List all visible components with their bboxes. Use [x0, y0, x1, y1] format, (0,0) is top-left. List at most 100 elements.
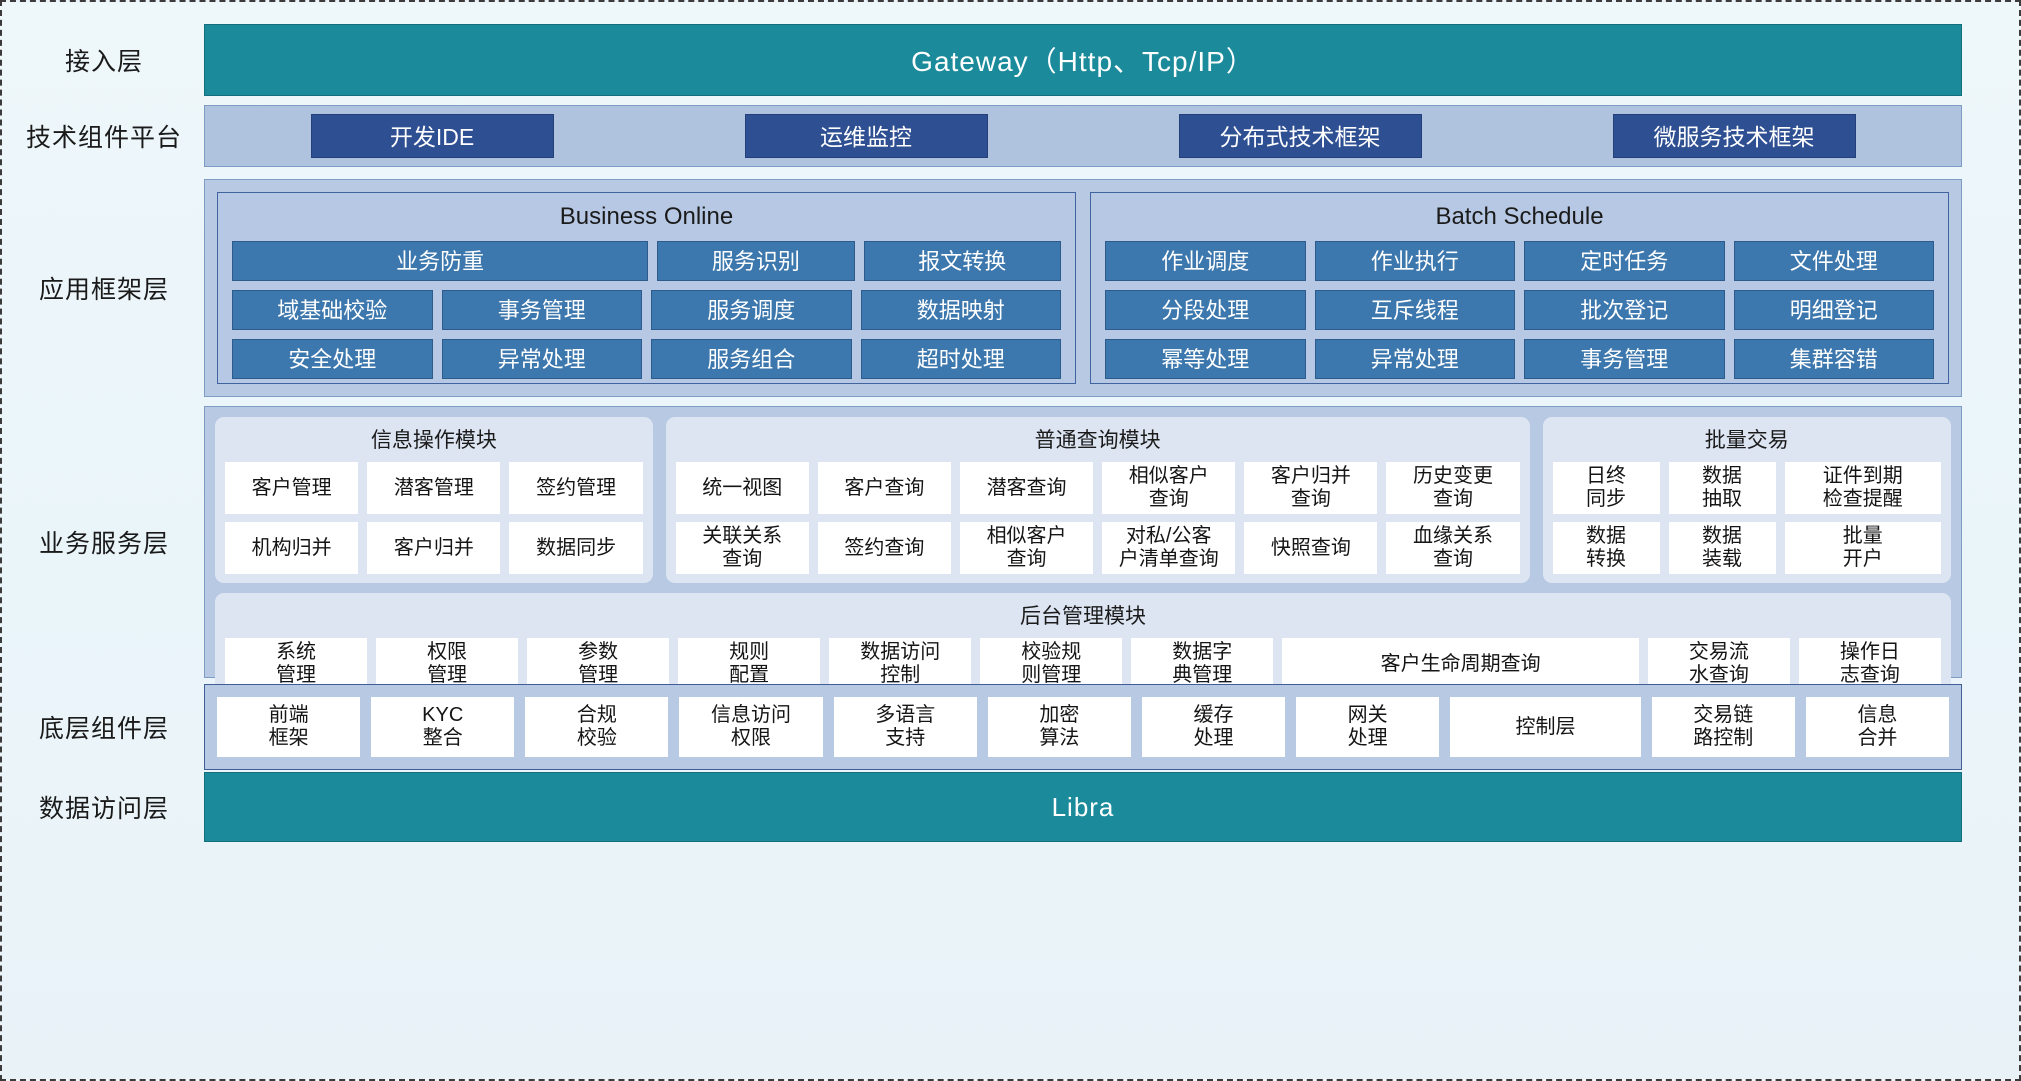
cell-relation-query[interactable]: 关联关系查询	[675, 522, 809, 574]
chip-exception-processing-batch[interactable]: 异常处理	[1314, 339, 1515, 379]
cell-parameter-mgmt[interactable]: 参数管理	[527, 638, 670, 690]
chip-transaction-mgmt-batch[interactable]: 事务管理	[1524, 339, 1725, 379]
cell-unified-view[interactable]: 统一视图	[675, 462, 809, 514]
module-title-backend-mgmt: 后台管理模块	[1020, 605, 1146, 628]
cell-row: 统一视图 客户查询 潜客查询 相似客户查询 客户归并查询 历史变更查询	[675, 462, 1520, 514]
cell-data-access-control[interactable]: 数据访问控制	[829, 638, 972, 690]
chip-security-processing[interactable]: 安全处理	[232, 339, 433, 379]
cell-validation-rule-mgmt[interactable]: 校验规则管理	[980, 638, 1123, 690]
module-batch-transaction: 批量交易 日终同步 数据抽取 证件到期检查提醒 数据转换 数据装载 批量开户	[1542, 417, 1951, 583]
tech-chip-ide[interactable]: 开发IDE	[310, 114, 554, 158]
app-framework-body: Business Online 业务防重 服务识别 报文转换 域基础校验 事务管…	[204, 179, 2017, 397]
cell-snapshot-query[interactable]: 快照查询	[1244, 522, 1378, 574]
cell-permission-mgmt[interactable]: 权限管理	[376, 638, 519, 690]
cell-frontend-framework[interactable]: 前端框架	[217, 697, 361, 757]
cell-history-change-query[interactable]: 历史变更查询	[1386, 462, 1520, 514]
cell-gateway-processing[interactable]: 网关处理	[1296, 697, 1440, 757]
panel-title-business-online: Business Online	[559, 203, 734, 230]
cell-private-corporate-list-query[interactable]: 对私/公客户清单查询	[1102, 522, 1236, 574]
chip-service-scheduling[interactable]: 服务调度	[651, 290, 852, 330]
chip-scheduled-task[interactable]: 定时任务	[1524, 241, 1725, 281]
cell-transaction-flow-query[interactable]: 交易流水查询	[1647, 638, 1790, 690]
layer-label-data-access: 数据访问层	[38, 795, 169, 823]
cell-contract-query[interactable]: 签约查询	[817, 522, 951, 574]
chip-file-processing[interactable]: 文件处理	[1733, 241, 1934, 281]
chip-data-mapping[interactable]: 数据映射	[860, 290, 1061, 330]
grid-business-online: 业务防重 服务识别 报文转换 域基础校验 事务管理 服务调度 数据映射 安全处理	[232, 241, 1061, 379]
cell-customer-merge[interactable]: 客户归并	[367, 522, 501, 574]
cell-batch-account-opening[interactable]: 批量开户	[1784, 522, 1942, 574]
cell-operation-log-query[interactable]: 操作日志查询	[1798, 638, 1941, 690]
tech-chip-ops-monitor[interactable]: 运维监控	[744, 114, 988, 158]
cell-info-access-permission[interactable]: 信息访问权限	[679, 697, 823, 757]
chip-message-transform[interactable]: 报文转换	[863, 241, 1061, 281]
chip-detail-registration[interactable]: 明细登记	[1733, 290, 1934, 330]
cell-prospect-query[interactable]: 潜客查询	[960, 462, 1094, 514]
chip-transaction-mgmt[interactable]: 事务管理	[441, 290, 642, 330]
cell-multilanguage-support[interactable]: 多语言支持	[833, 697, 977, 757]
chip-service-identify[interactable]: 服务识别	[657, 241, 855, 281]
chip-service-composition[interactable]: 服务组合	[651, 339, 852, 379]
cell-customer-merge-query[interactable]: 客户归并查询	[1244, 462, 1378, 514]
layer-label-tech-platform: 技术组件平台	[25, 124, 182, 152]
cell-row: 客户管理 潜客管理 签约管理	[225, 462, 643, 514]
cell-customer-mgmt[interactable]: 客户管理	[225, 462, 359, 514]
cell-data-extraction[interactable]: 数据抽取	[1668, 462, 1776, 514]
chip-idempotent-processing[interactable]: 幂等处理	[1105, 339, 1306, 379]
chip-job-execution[interactable]: 作业执行	[1314, 241, 1515, 281]
cell-row: 关联关系查询 签约查询 相似客户查询 对私/公客户清单查询 快照查询 血缘关系查…	[675, 522, 1520, 574]
chip-job-scheduling[interactable]: 作业调度	[1105, 241, 1306, 281]
cell-encryption-algorithm[interactable]: 加密算法	[987, 697, 1131, 757]
cell-row-backend-mgmt: 系统管理 权限管理 参数管理 规则配置 数据访问控制 校验规则管理 数据字典管理…	[225, 638, 1941, 690]
module-backend-mgmt: 后台管理模块 系统管理 权限管理 参数管理 规则配置 数据访问控制 校验规则管理…	[215, 593, 1951, 699]
cell-grid-general-query: 统一视图 客户查询 潜客查询 相似客户查询 客户归并查询 历史变更查询 关联关系…	[675, 462, 1520, 574]
cell-customer-lifecycle-query[interactable]: 客户生命周期查询	[1282, 638, 1639, 690]
gateway-bar[interactable]: Gateway（Http、Tcp/IP）	[204, 24, 1962, 96]
cell-data-dictionary-mgmt[interactable]: 数据字典管理	[1131, 638, 1274, 690]
cell-org-merge[interactable]: 机构归并	[225, 522, 359, 574]
tech-chip-microservice-framework[interactable]: 微服务技术框架	[1612, 114, 1856, 158]
cell-transaction-chain-control[interactable]: 交易链路控制	[1651, 697, 1795, 757]
cell-row: 日终同步 数据抽取 证件到期检查提醒	[1552, 462, 1942, 514]
cell-similar-customer-query[interactable]: 相似客户查询	[1102, 462, 1236, 514]
tech-layer-body: 开发IDE 运维监控 分布式技术框架 微服务技术框架	[204, 105, 2017, 167]
cell-compliance-validation[interactable]: 合规校验	[525, 697, 669, 757]
chip-timeout-processing[interactable]: 超时处理	[860, 339, 1061, 379]
cell-data-loading[interactable]: 数据装载	[1668, 522, 1776, 574]
cell-rule-config[interactable]: 规则配置	[678, 638, 821, 690]
cell-control-layer[interactable]: 控制层	[1450, 697, 1641, 757]
cell-grid-batch-transaction: 日终同步 数据抽取 证件到期检查提醒 数据转换 数据装载 批量开户	[1552, 462, 1942, 574]
data-access-body: Libra	[204, 772, 2017, 842]
chip-exception-processing[interactable]: 异常处理	[441, 339, 642, 379]
chip-business-dedup[interactable]: 业务防重	[232, 241, 649, 281]
cell-info-merge[interactable]: 信息合并	[1805, 697, 1950, 757]
libra-bar[interactable]: Libra	[204, 772, 1962, 842]
grid-row: 安全处理 异常处理 服务组合 超时处理	[232, 339, 1061, 379]
grid-row: 幂等处理 异常处理 事务管理 集群容错	[1105, 339, 1934, 379]
module-title-info-operation: 信息操作模块	[370, 429, 497, 452]
cell-eod-sync[interactable]: 日终同步	[1552, 462, 1660, 514]
cell-lineage-query[interactable]: 血缘关系查询	[1386, 522, 1520, 574]
tech-chip-distributed-framework[interactable]: 分布式技术框架	[1178, 114, 1422, 158]
chip-batch-registration[interactable]: 批次登记	[1524, 290, 1725, 330]
cell-cache-processing[interactable]: 缓存处理	[1141, 697, 1286, 757]
cell-prospect-mgmt[interactable]: 潜客管理	[367, 462, 501, 514]
chip-segment-processing[interactable]: 分段处理	[1105, 290, 1306, 330]
business-service-body: 信息操作模块 客户管理 潜客管理 签约管理 机构归并 客户归并 数据同步	[204, 406, 2017, 699]
layer-app-framework: 应用框架层 Business Online 业务防重 服务识别 报文转换 域基础…	[4, 179, 2017, 397]
cell-document-expiry-reminder[interactable]: 证件到期检查提醒	[1784, 462, 1942, 514]
cell-customer-query[interactable]: 客户查询	[817, 462, 951, 514]
layer-tech-platform: 技术组件平台 开发IDE 运维监控 分布式技术框架 微服务技术框架	[4, 105, 2017, 167]
layer-label-bottom-component: 底层组件层	[38, 715, 169, 743]
cell-system-mgmt[interactable]: 系统管理	[225, 638, 368, 690]
chip-cluster-fault-tolerance[interactable]: 集群容错	[1733, 339, 1934, 379]
chip-domain-validation[interactable]: 域基础校验	[232, 290, 433, 330]
cell-data-conversion[interactable]: 数据转换	[1552, 522, 1660, 574]
cell-contract-mgmt[interactable]: 签约管理	[509, 462, 643, 514]
cell-data-sync[interactable]: 数据同步	[509, 522, 643, 574]
chip-mutex-thread[interactable]: 互斥线程	[1314, 290, 1515, 330]
cell-similar-customer-query-2[interactable]: 相似客户查询	[960, 522, 1094, 574]
